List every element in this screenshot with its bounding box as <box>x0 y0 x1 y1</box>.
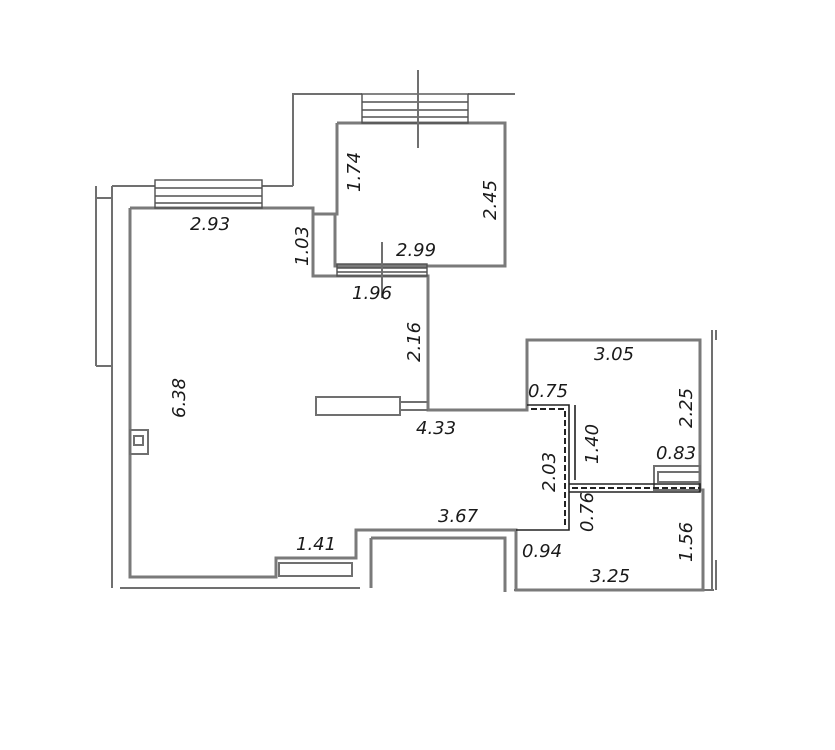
bathroom-partition <box>516 404 701 531</box>
shaft-right <box>653 465 701 491</box>
dim-balcony-step: 1.41 <box>296 534 336 555</box>
dim-left-wall: 6.38 <box>169 378 190 418</box>
dim-shaft: 0.83 <box>656 443 696 464</box>
dim-top-left-wall: 2.93 <box>190 214 230 235</box>
dim-wc-bottom: 3.25 <box>590 566 630 587</box>
dim-center-bottom: 4.33 <box>416 418 456 439</box>
dim-room-top-left: 1.74 <box>344 152 365 192</box>
dim-wc-right: 1.56 <box>676 522 697 562</box>
dim-wc-corner: 0.94 <box>522 541 562 562</box>
kitchen-counter <box>315 396 428 416</box>
dim-bathroom-partition: 1.40 <box>582 424 603 464</box>
dim-room-top-bottom: 2.99 <box>396 240 436 261</box>
shaft-left <box>129 429 149 455</box>
window-corridor <box>336 242 428 298</box>
dim-corridor-top: 1.96 <box>352 283 392 304</box>
dim-bathroom-top: 3.05 <box>594 344 634 365</box>
dim-bathroom-inner-left: 0.75 <box>528 381 568 402</box>
dim-passage: 2.03 <box>539 452 560 492</box>
dim-bottom-wall: 3.67 <box>438 506 479 527</box>
radiator-bottom <box>278 562 353 577</box>
window-top-left <box>154 179 263 209</box>
dimension-labels: 2.93 6.38 1.03 1.96 2.16 1.74 2.45 2.99 … <box>169 152 697 587</box>
window-top-room <box>361 70 469 148</box>
dim-room-top-right: 2.45 <box>480 180 501 220</box>
dim-bathroom-right: 2.25 <box>676 388 697 428</box>
dim-corridor-wall: 2.16 <box>404 322 425 362</box>
dim-wc-partition: 0.76 <box>577 492 598 532</box>
dim-step-wall: 1.03 <box>292 226 313 266</box>
